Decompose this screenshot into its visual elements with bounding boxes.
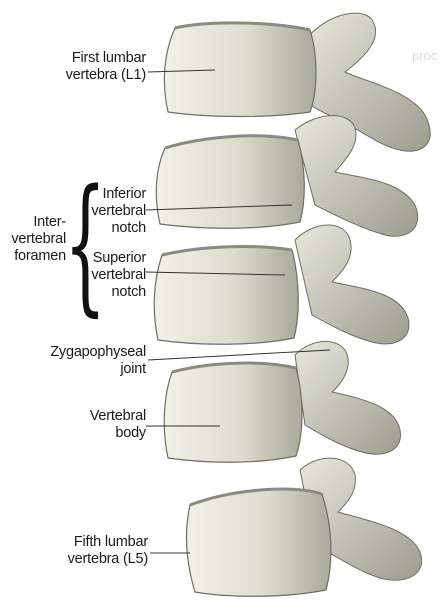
- label-fifth-lumbar-vertebra: Fifth lumbar vertebra (L5): [40, 534, 148, 568]
- label-first-lumbar-vertebra: First lumbar vertebra (L1): [48, 50, 146, 84]
- vertebra-l3: [154, 225, 409, 344]
- label-zygapophyseal-joint: Zygapophyseal joint: [30, 344, 146, 378]
- label-superior-vertebral-notch: Superior vertebral notch: [76, 250, 146, 301]
- vertebra-l5: [187, 458, 422, 596]
- cutoff-label-process: proc: [412, 48, 437, 63]
- vertebra-l4: [164, 341, 400, 462]
- label-intervertebral-foramen: Inter- vertebral foramen: [0, 214, 66, 265]
- label-vertebral-body: Vertebral body: [60, 408, 146, 442]
